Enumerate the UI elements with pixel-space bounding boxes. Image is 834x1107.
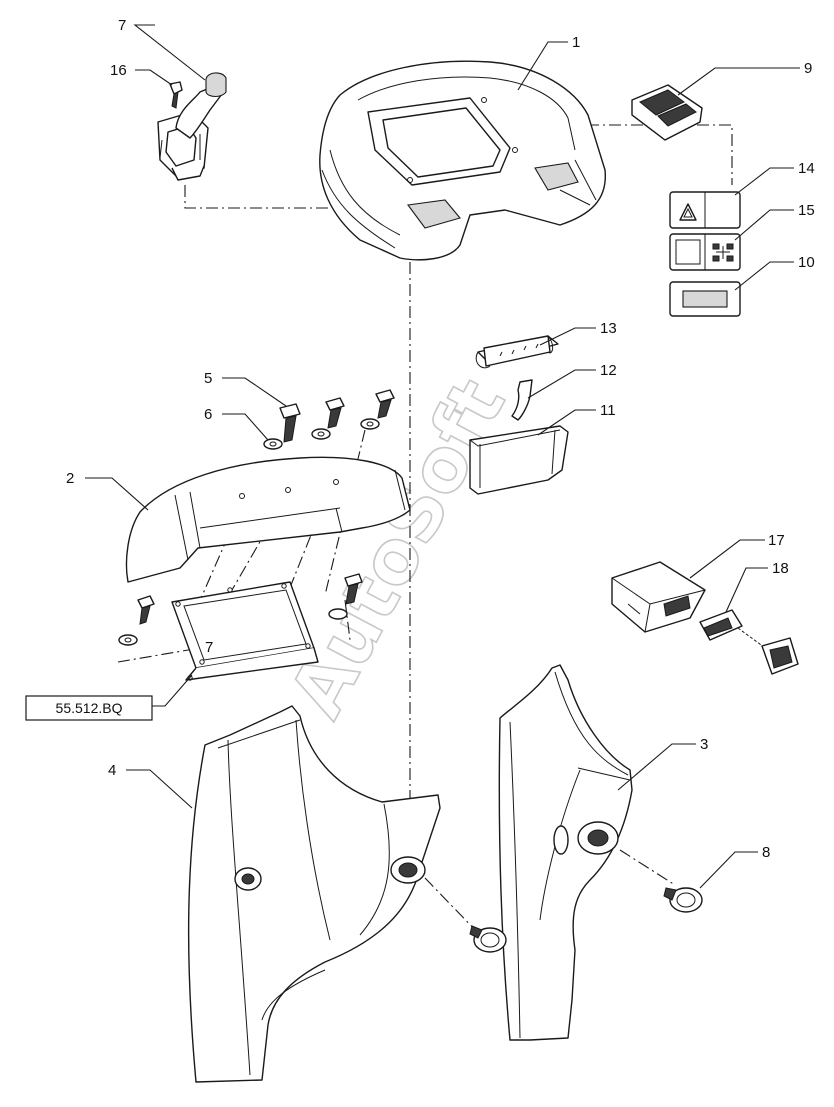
- joystick-part: [157, 72, 227, 181]
- right-lower-panel-part: [498, 664, 633, 1041]
- bolt-part-5c: [375, 389, 395, 419]
- callout-5: 5: [204, 370, 212, 387]
- screw-part-16: [169, 81, 183, 109]
- watermark: AutoSoft: [273, 365, 523, 732]
- callout-16: 16: [110, 62, 127, 79]
- frame-bolts: [137, 573, 363, 625]
- leader-lines: [85, 24, 800, 889]
- switch-block-part: [631, 84, 703, 141]
- callout-labels: 1 2 3 4 5 6 7 7 8 9 10 11 12 13 14 15 16…: [66, 17, 815, 861]
- callout-11: 11: [600, 402, 616, 419]
- callout-14: 14: [798, 160, 815, 177]
- callout-6: 6: [204, 406, 212, 423]
- callout-15: 15: [798, 202, 815, 219]
- blank-plug-part: [669, 281, 741, 317]
- callout-9: 9: [804, 60, 812, 77]
- callout-8: 8: [762, 844, 770, 861]
- svg-text:AutoSoft: AutoSoft: [274, 366, 523, 731]
- callout-17: 17: [768, 532, 785, 549]
- callout-4: 4: [108, 762, 116, 779]
- bracket-part-13: [475, 335, 559, 369]
- upper-cover-part: [125, 456, 411, 583]
- reference-code: 55.512.BQ: [56, 700, 123, 716]
- hazard-switch-part: [669, 191, 741, 229]
- tractor-axle-icon: [712, 243, 734, 262]
- callout-3: 3: [700, 736, 708, 753]
- left-lower-panel-part: [187, 705, 441, 1083]
- callout-13: 13: [600, 320, 617, 337]
- knob-part-8b: [469, 925, 507, 953]
- callout-18: 18: [772, 560, 789, 577]
- console-bezel-part: [319, 60, 606, 261]
- knob-part-8: [663, 887, 703, 913]
- callout-7: 7: [118, 17, 126, 34]
- callout-7-lower: 7: [205, 639, 213, 656]
- reference-box: 55.512.BQ: [25, 695, 153, 721]
- callout-10: 10: [798, 254, 815, 271]
- clip-part-12: [511, 379, 533, 421]
- callout-2: 2: [66, 470, 74, 487]
- bolt-part-5: [279, 403, 301, 443]
- washer-parts-6: [118, 418, 380, 646]
- bolt-part-5b: [325, 397, 345, 429]
- four-wheel-drive-switch-part: [669, 233, 741, 271]
- connector-harness-part: [699, 609, 799, 675]
- plate-part-11: [469, 425, 569, 495]
- callout-1: 1: [572, 34, 580, 51]
- control-unit-part: [611, 561, 706, 633]
- mounting-frame-part: [171, 581, 319, 681]
- callout-12: 12: [600, 362, 617, 379]
